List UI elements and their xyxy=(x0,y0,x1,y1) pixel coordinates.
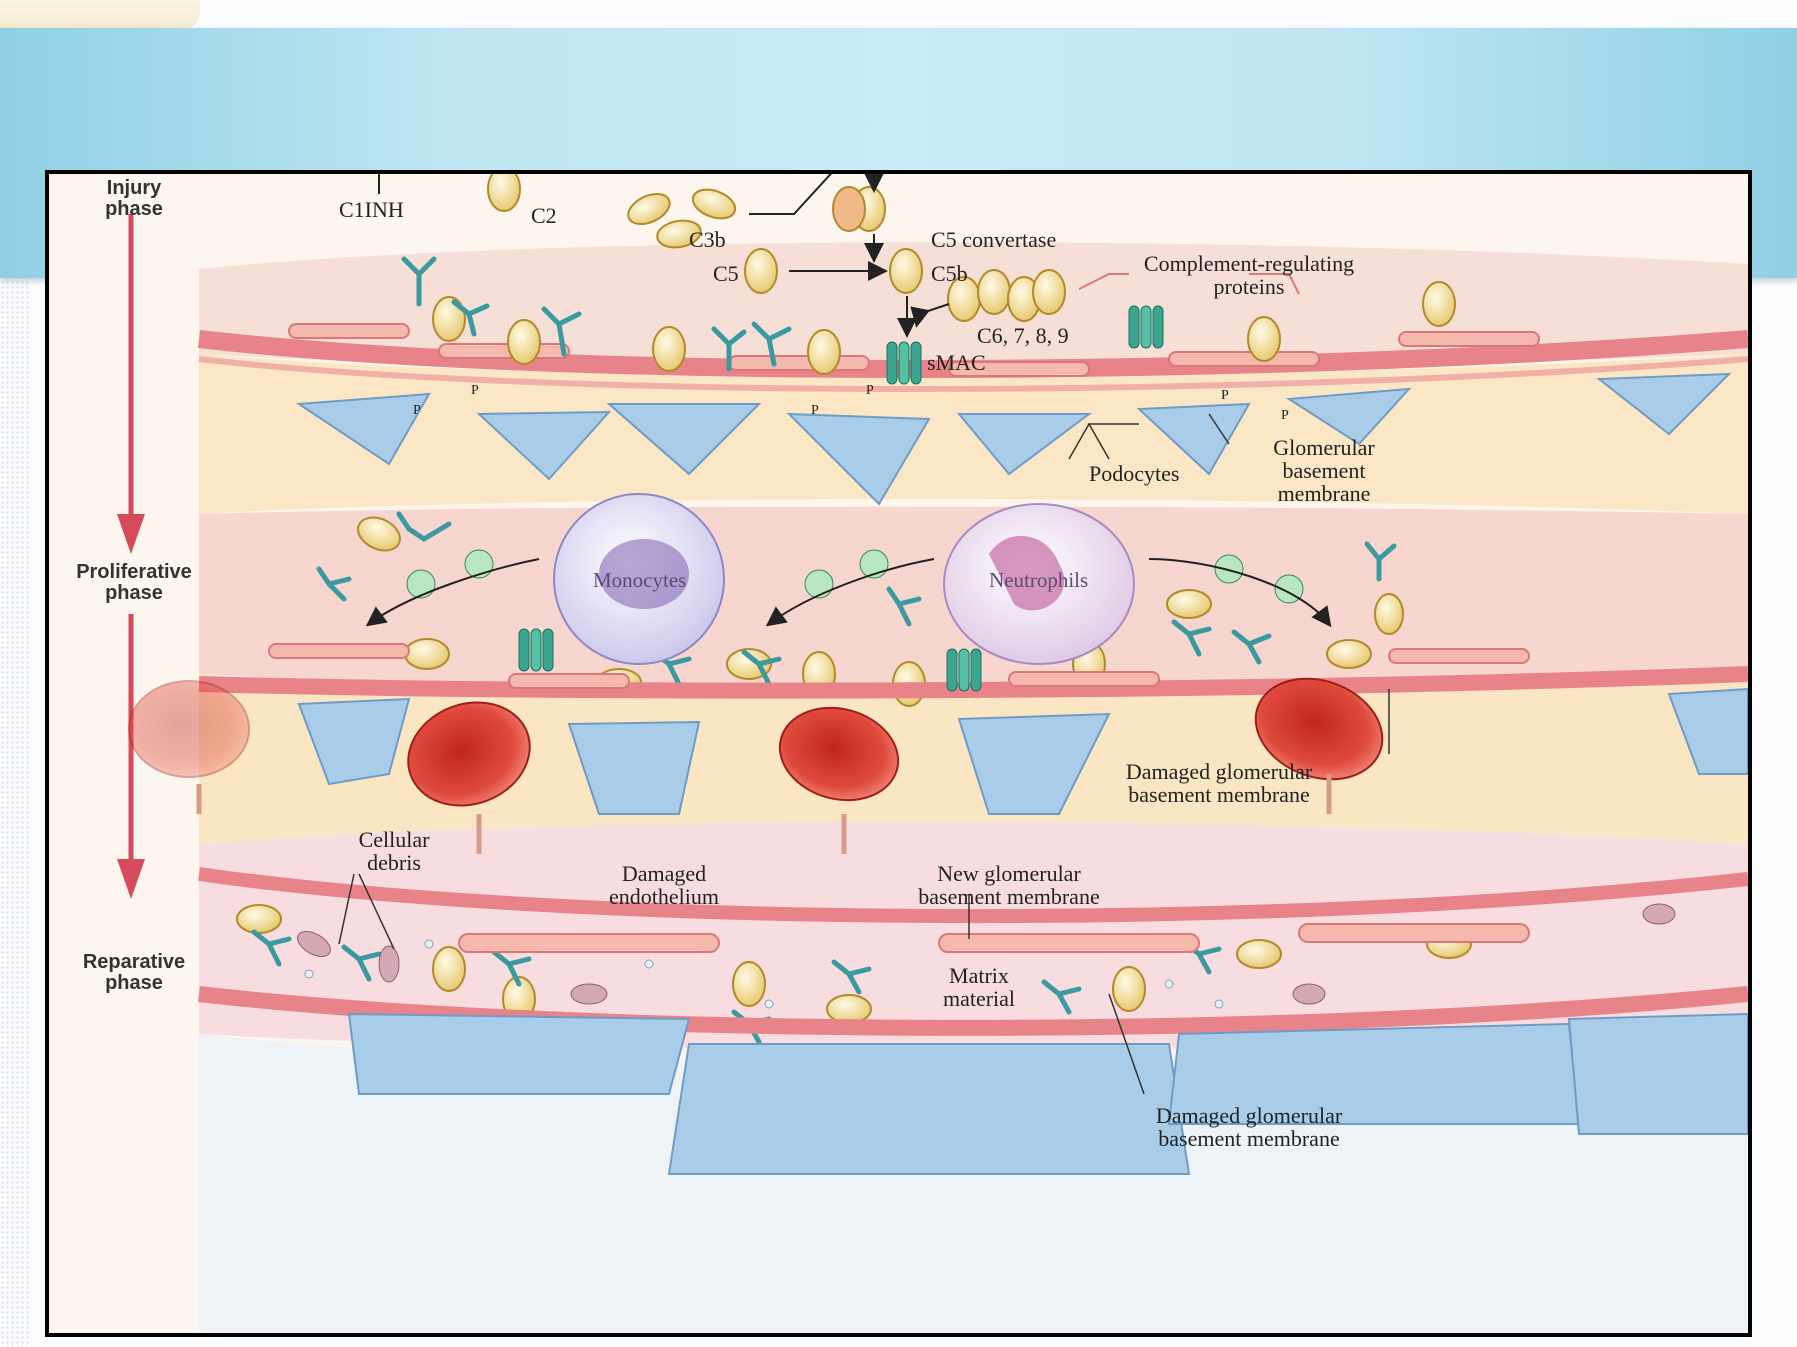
podocytes-label: Podocytes xyxy=(1089,461,1180,486)
proliferative-podocytes xyxy=(297,687,1748,815)
new-gbm-segments xyxy=(458,923,1530,953)
cascade-arrows xyxy=(378,174,1300,338)
proliferative-gbm xyxy=(198,666,1748,699)
phospho-label-2: P xyxy=(471,383,479,398)
cellular-debris xyxy=(297,903,1676,1005)
c5b-label: C5b xyxy=(931,261,968,286)
smac-label: sMAC xyxy=(927,350,986,375)
reparative-endothelium xyxy=(198,867,1748,924)
damaged-gbm-label-2: Damaged glomerular basement membrane xyxy=(1155,1103,1343,1152)
matrix-material-label: Matrix material xyxy=(942,963,1016,1012)
leader-lines xyxy=(338,413,1390,1095)
c6789-label: C6, 7, 8, 9 xyxy=(977,323,1069,348)
reparative-podocytes xyxy=(347,1012,1748,1175)
injury-gbm-edge xyxy=(198,356,1748,392)
proliferative-phase-label: Proliferative phase xyxy=(76,561,192,604)
phospho-label-5: P xyxy=(1221,388,1229,403)
cellular-debris-label: Cellular debris xyxy=(358,827,430,876)
proliferative-endothelium xyxy=(268,643,1530,689)
monocytes-label: Monocytes xyxy=(593,568,687,592)
injury-endothelium xyxy=(288,323,1540,377)
c5-convertase-label: C5 convertase xyxy=(931,227,1057,252)
diagram-artwork xyxy=(49,174,1748,1333)
complement-injury-diagram: Injury phase Proliferative phase Reparat… xyxy=(45,170,1752,1337)
phospho-label-3: P xyxy=(811,403,819,418)
leakage-arrows xyxy=(196,774,1332,854)
smac-pore-injury-2 xyxy=(1128,305,1164,349)
reparative-phase-label: Reparative phase xyxy=(82,951,186,994)
c3b-label: C3b xyxy=(689,227,726,252)
injury-podocytes xyxy=(296,372,1732,506)
reparative-gbm xyxy=(198,986,1748,1036)
phospho-label-1: P xyxy=(413,403,421,418)
damaged-endothelium-label: Damaged endothelium xyxy=(609,861,719,910)
corner-decoration xyxy=(0,0,200,30)
c1inh-label: C1INH xyxy=(339,197,404,222)
red-blood-cells xyxy=(128,677,1384,807)
injury-phase-arrowhead xyxy=(117,514,145,554)
smac-pore-proliferative xyxy=(518,628,982,692)
complement-regulating-proteins-label: Complement-regulating proteins xyxy=(1143,251,1355,300)
damaged-gbm-label-1: Damaged glomerular basement membrane xyxy=(1125,759,1313,808)
c5-label: C5 xyxy=(713,261,739,286)
phospho-label-6: P xyxy=(1281,408,1289,423)
monocyte-nucleus xyxy=(599,539,689,609)
phospho-label-4: P xyxy=(866,383,874,398)
new-gbm-label: New glomerular basement membrane xyxy=(918,861,1100,910)
signaling-arrows xyxy=(365,558,1332,628)
matrix-particles xyxy=(304,939,1224,1009)
smac-pore-injury xyxy=(886,341,922,385)
proliferative-phase-arrowhead xyxy=(117,859,145,899)
c2-label: C2 xyxy=(531,203,557,228)
injury-phase-label: Injury phase xyxy=(105,177,163,220)
complement-molecules xyxy=(236,174,1472,1024)
neutrophil-nucleus xyxy=(989,535,1065,611)
neutrophils-label: Neutrophils xyxy=(989,568,1089,592)
gbm-label: Glomerular basement membrane xyxy=(1273,435,1375,507)
